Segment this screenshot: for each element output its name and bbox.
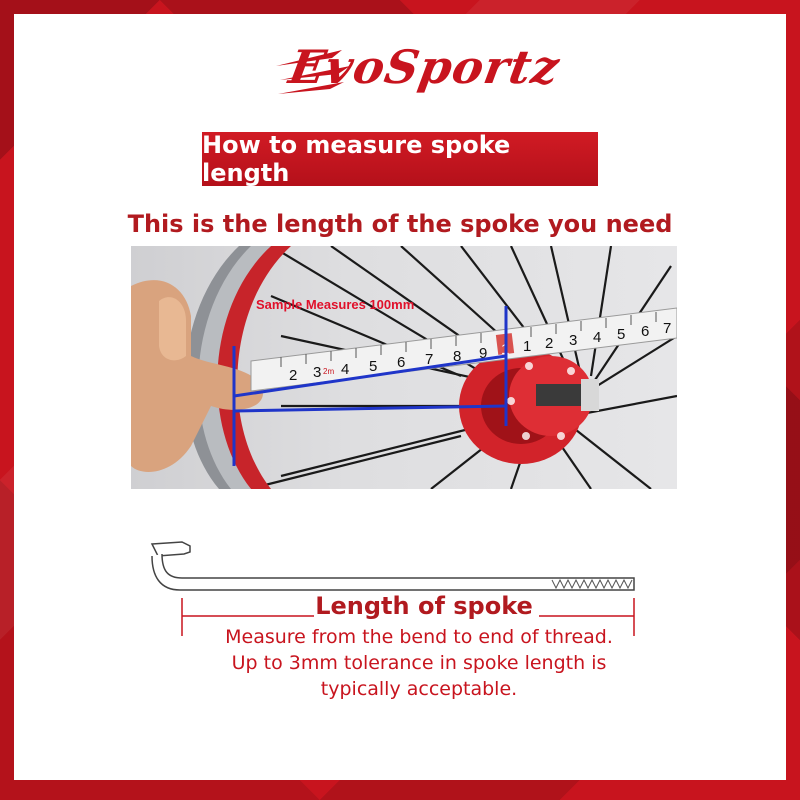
wheel-photo-illustration: 2 3 4 5 6 7 8 9 1 1 2 3 4 5 6 7 2m (131, 246, 677, 489)
tape-number: 5 (369, 358, 377, 375)
length-of-spoke-title: Length of spoke (315, 592, 533, 620)
measurement-instructions: Measure from the bend to end of thread. … (204, 624, 634, 702)
instruction-line: Measure from the bend to end of thread. (225, 626, 613, 648)
sample-measure-label: Sample Measures 100mm (256, 297, 415, 312)
tape-number: 8 (453, 348, 461, 365)
instruction-line: Up to 3mm tolerance in spoke length is (231, 652, 607, 674)
tape-number: 3 (569, 332, 577, 349)
tape-number: 5 (617, 326, 625, 343)
measurement-markers (232, 306, 508, 466)
title-banner: How to measure spoke length (202, 131, 598, 187)
tape-number: 9 (479, 345, 487, 362)
brand-name: EvoSportz (285, 40, 564, 94)
tape-number: 4 (341, 361, 349, 378)
subtitle: This is the length of the spoke you need (127, 210, 673, 238)
tape-number: 7 (663, 320, 671, 337)
tape-number: 2 (545, 335, 553, 352)
tape-number: 6 (397, 354, 405, 371)
brand-logo: EvoSportz (272, 36, 564, 108)
tape-number: 3 (313, 364, 321, 381)
tape-number: 4 (593, 329, 601, 346)
spoke-diagram (150, 541, 635, 636)
wheel-measurement-photo: 2 3 4 5 6 7 8 9 1 1 2 3 4 5 6 7 2m (131, 246, 677, 489)
banner-text: How to measure spoke length (202, 131, 511, 187)
tape-unit-label: 2m (323, 367, 334, 376)
claw-marks-icon (276, 50, 350, 94)
tape-number: 6 (641, 323, 649, 340)
content-panel: EvoSportz How to measure spoke length Th… (14, 14, 786, 780)
tape-number: 2 (289, 367, 297, 384)
tape-number: 7 (425, 351, 433, 368)
instruction-line: typically acceptable. (320, 678, 518, 700)
tape-number: 1 (523, 338, 531, 355)
